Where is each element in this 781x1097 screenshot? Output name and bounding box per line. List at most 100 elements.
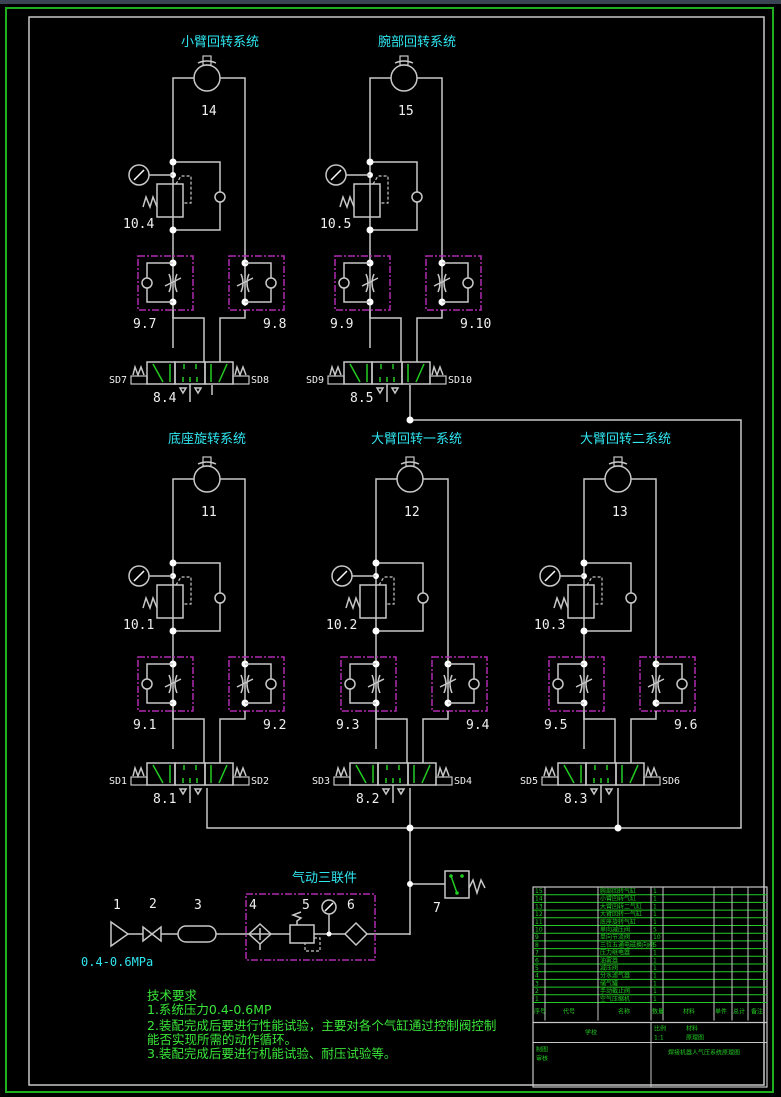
gauge-needle [133,169,145,181]
pipe-left [172,478,194,749]
valve-flow-arrows [152,363,228,383]
check-valve-icon [417,592,429,604]
notes-line-2: 2.装配完成后要进行性能试验，主要对各个气缸通过控制阀控制 [147,1018,496,1033]
valve-flow-arrows [349,363,425,383]
part-number: 4 [535,973,539,980]
solenoid-left-icon [333,776,351,786]
scale-value: 1:1 [654,1035,664,1042]
spring-icon [345,595,361,611]
check-valve-icon [214,592,226,604]
bypass-pipe [584,562,632,632]
directional-valve-label: 8.1 [153,792,176,807]
valve-label: 10.1 [123,618,154,633]
table-header: 数量 [652,1008,664,1016]
throttle-unit-boundary [137,656,194,712]
pipe-left [583,478,605,749]
junction [169,158,177,166]
part-number: 5 [535,965,539,972]
pipe [172,711,205,763]
part-qty: 1 [653,957,657,964]
pipe-right [417,77,443,306]
part-name: 大臂回转一气缸 [600,910,642,918]
label-4: 4 [249,898,257,913]
solenoid-right-icon [232,375,250,385]
part-number: 3 [535,980,539,987]
part-name: 腕部回转气缸 [600,887,636,895]
spring-left-icon [329,364,342,378]
pipe [583,711,616,763]
spring-left-icon [132,765,145,779]
valve-position-right [401,361,431,385]
part-qty: 1 [653,973,657,980]
throttle-icon [164,273,182,293]
pipe [172,310,205,362]
lubricator-icon [343,921,369,947]
check-valve-icon [625,592,637,604]
label-3: 3 [194,898,202,913]
part-number: 2 [535,988,539,995]
part-qty: 1 [653,996,657,1003]
spring-icon [553,595,569,611]
pipe [422,711,449,763]
part-number: 7 [535,950,539,957]
motor-label: 15 [398,104,414,119]
pipe-right [220,478,246,707]
part-qty: 1 [653,988,657,995]
part-number: 11 [535,919,543,926]
pipe-right [220,77,246,306]
table-header: 名称 [618,1008,630,1016]
solenoid-left-label: SD5 [520,776,538,787]
air-tank-icon [177,925,217,943]
solenoid-right-icon [643,776,661,786]
motor-label: 14 [201,104,217,119]
part-qty: 1 [653,919,657,926]
pilot-line [586,576,603,605]
solenoid-left-label: SD9 [306,375,324,386]
actuator-shaft-icon [613,456,623,467]
junction [169,559,177,567]
spring-left-icon [335,765,348,779]
directional-valve-label: 8.4 [153,391,177,406]
part-name: 手动截止阀 [600,987,630,995]
junction [169,226,177,234]
school-name: 学校 [585,1029,597,1037]
exhaust-icon [375,387,400,395]
throttle-label: 9.4 [466,718,490,733]
check-valve-icon [468,678,480,690]
table-header: 总计 [733,1008,745,1016]
throttle-unit-boundary [425,255,482,311]
throttle-unit-boundary [137,255,194,311]
part-number: 13 [535,903,543,910]
exhaust-icon [178,788,203,796]
junction [169,627,177,635]
part-qty: 1 [653,896,657,903]
solenoid-left-label: SD3 [312,776,330,787]
throttle-unit-boundary [228,255,285,311]
regulator-icon [289,924,315,944]
rotary-actuator-icon [193,465,221,493]
spring-left-icon [543,765,556,779]
rotary-actuator-icon [396,465,424,493]
label-2: 2 [149,897,157,912]
part-number: 6 [535,957,539,964]
compressor-icon [110,920,130,948]
throttle-icon [164,674,182,694]
table-header: 序号 [534,1008,546,1016]
gauge-needle [544,570,556,582]
directional-valve-label: 8.5 [350,391,373,406]
solenoid-right-label: SD6 [662,776,680,787]
valve-position-left [146,762,176,786]
title-base-system: 底座旋转系统 [168,431,246,447]
frl-title: 气动三联件 [292,870,357,886]
solenoid-right-icon [232,776,250,786]
part-number: 1 [535,996,539,1003]
valve-position-right [407,762,437,786]
pilot-line [378,576,395,605]
actuator-shaft-icon [405,456,415,467]
throttle-label: 9.3 [336,718,359,733]
throttle-unit-boundary [228,656,285,712]
part-qty: 1 [653,965,657,972]
check-valve-icon [265,678,277,690]
